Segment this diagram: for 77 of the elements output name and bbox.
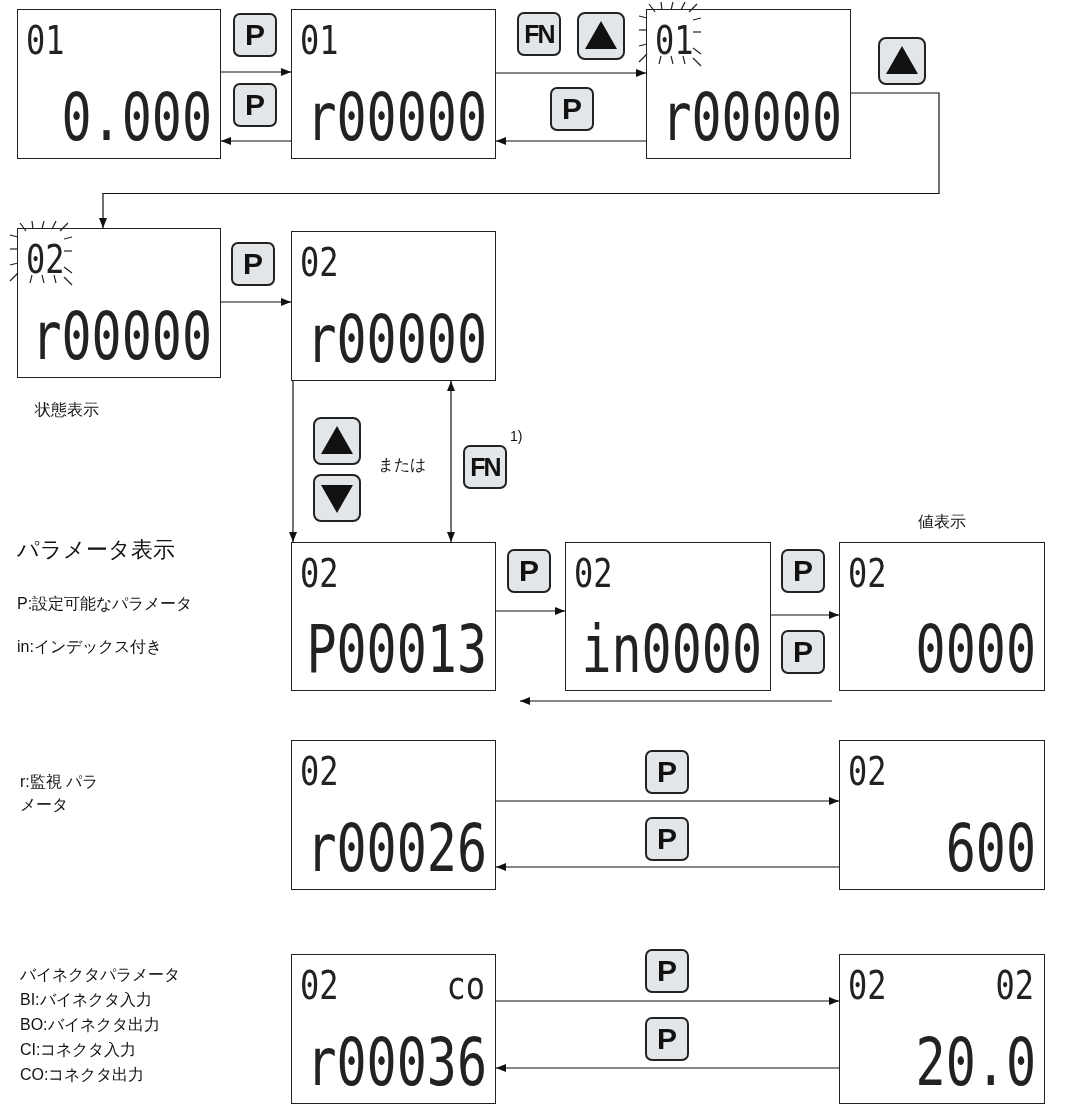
display-digits: 600 <box>945 816 1036 881</box>
display-digits: 02 <box>300 967 339 1006</box>
display-digits: 02 <box>848 967 887 1006</box>
arrow <box>220 137 292 145</box>
display-digits: r00036 <box>306 1030 487 1095</box>
lcd-display <box>839 954 1045 1104</box>
key-button: P <box>231 242 275 286</box>
display-digits: 02 <box>995 967 1034 1006</box>
key-button: P <box>507 549 551 593</box>
node-label: 値表示 <box>918 512 966 532</box>
key-button: FN <box>463 445 507 489</box>
arrow <box>770 611 840 619</box>
lcd-display <box>565 542 771 691</box>
key-button: FN <box>517 12 561 56</box>
display-digits: 0000 <box>915 617 1036 682</box>
display-digits: r00000 <box>661 85 842 150</box>
display-digits: 01 <box>300 22 339 61</box>
key-button: P <box>781 549 825 593</box>
display-digits: 01 <box>26 22 65 61</box>
note: r:監視 パラメータ <box>20 772 100 815</box>
display-digits: co <box>446 967 485 1006</box>
note: P:設定可能なパラメータ <box>17 594 193 614</box>
arrow <box>220 68 292 76</box>
lcd-display <box>839 740 1045 890</box>
display-digits: 02 <box>848 555 887 594</box>
note: CO:コネクタ出力 <box>20 1065 145 1085</box>
key-button: P <box>233 13 277 57</box>
display-digits: P00013 <box>306 617 487 682</box>
key-button: P <box>645 817 689 861</box>
arrow <box>495 69 647 77</box>
note: バイネクタパラメータ <box>20 965 180 985</box>
arrow <box>495 997 840 1005</box>
arrow <box>495 137 647 145</box>
lcd-display <box>291 954 496 1104</box>
display-digits: in0000 <box>581 617 762 682</box>
display-digits: 0.000 <box>61 85 212 150</box>
note: CI:コネクタ入力 <box>20 1040 137 1060</box>
lcd-display <box>291 231 496 381</box>
display-digits: 02 <box>300 753 339 792</box>
display-digits: 02 <box>26 241 65 280</box>
lcd-display <box>17 9 221 159</box>
display-digits: 20.0 <box>915 1030 1036 1095</box>
note: 1) <box>510 428 523 444</box>
arrow <box>495 863 840 871</box>
display-digits: r00026 <box>306 816 487 881</box>
arrow <box>220 298 292 306</box>
arrow <box>495 797 840 805</box>
lcd-display <box>291 9 496 159</box>
arrow <box>519 697 833 705</box>
display-digits: 02 <box>300 244 339 283</box>
key-button: P <box>645 949 689 993</box>
display-digits: 02 <box>300 555 339 594</box>
note: in:インデックス付き <box>17 637 162 657</box>
key-button: P <box>233 83 277 127</box>
note: BI:バイネクタ入力 <box>20 990 152 1010</box>
key-button: P <box>645 1017 689 1061</box>
display-digits: r00000 <box>31 304 212 369</box>
lcd-display <box>291 542 496 691</box>
arrow <box>99 92 940 229</box>
display-digits: 02 <box>574 555 613 594</box>
display-digits: 01 <box>655 22 694 61</box>
note: BO:バイネクタ出力 <box>20 1015 160 1035</box>
display-digits: r00000 <box>306 85 487 150</box>
display-digits: r00000 <box>306 307 487 372</box>
lcd-display <box>291 740 496 890</box>
lcd-display <box>839 542 1045 691</box>
key-button: P <box>645 750 689 794</box>
arrow <box>289 380 297 543</box>
display-digits: 02 <box>848 753 887 792</box>
arrow <box>447 380 455 543</box>
key-button: P <box>550 87 594 131</box>
note: または <box>378 455 426 475</box>
key-button: P <box>781 630 825 674</box>
node-label: 状態表示 <box>35 400 99 420</box>
note: パラメータ表示 <box>17 536 175 564</box>
arrow <box>495 607 566 615</box>
arrow <box>495 1064 840 1072</box>
